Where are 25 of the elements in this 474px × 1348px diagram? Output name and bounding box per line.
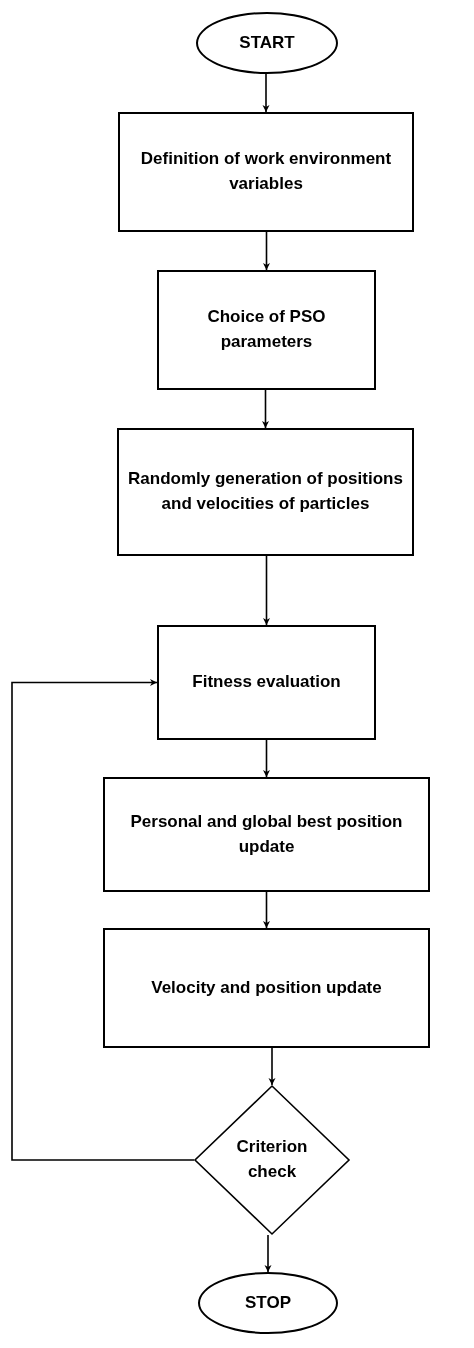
process-box [118,112,414,232]
decision-diamond [193,1084,351,1236]
process-box [157,270,376,390]
process-box [117,428,414,556]
process-box [157,625,376,740]
node-label: STOP [244,1291,292,1314]
node-label: Personal and global best position update [129,810,404,858]
node-label: Randomly generation of positions and velocities of particles [127,468,404,515]
node-label: Criterion check [235,1136,309,1183]
arrow [268,1047,276,1086]
arrow [263,891,270,929]
arrow [263,231,270,271]
arrow [11,679,195,1161]
arrow [264,1234,272,1273]
arrow [263,739,270,778]
arrow [262,73,270,113]
arrow [263,555,270,626]
process-box [103,928,430,1048]
arrow [262,389,269,429]
node-label: Fitness evaluation [191,671,342,694]
process-box [103,777,430,892]
node-label: Velocity and position update [150,976,383,999]
node-label: START [238,31,296,54]
node-label: Definition of work environment variables [139,148,393,195]
node-label: Choice of PSO parameters [206,306,327,353]
